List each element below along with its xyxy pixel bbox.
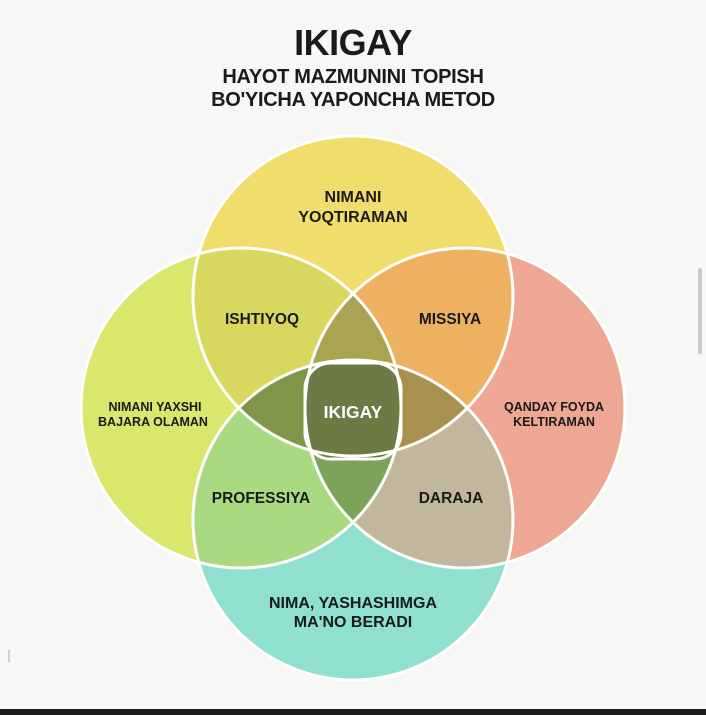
label-left-line2: BAJARA OLAMAN xyxy=(98,415,208,429)
edge-tick xyxy=(8,650,10,662)
page-title: IKIGAY xyxy=(294,22,412,63)
label-right-line1: QANDAY FOYDA xyxy=(504,400,604,414)
label-bottom-line1: NIMA, YASHASHIMGA xyxy=(269,595,437,612)
label-left-line1: NIMANI YAXSHI xyxy=(108,400,201,414)
label-missiya: MISSIYA xyxy=(419,311,481,328)
label-top-line2: YOQTIRAMAN xyxy=(298,209,407,226)
subtitle-line-2: BO'YICHA YAPONCHA METOD xyxy=(211,89,495,111)
outline-left xyxy=(79,246,403,570)
label-right-line2: KELTIRAMAN xyxy=(513,415,595,429)
label-ikigay-center: IKIGAY xyxy=(324,402,383,422)
outline-top xyxy=(191,134,515,458)
outline-bottom xyxy=(191,358,515,682)
bottom-bar xyxy=(0,709,706,715)
label-bottom-line2: MA'NO BERADI xyxy=(294,614,412,631)
label-professiya: PROFESSIYA xyxy=(212,490,311,507)
label-ishtiyoq: ISHTIYOQ xyxy=(225,311,299,328)
scrollbar-thumb[interactable] xyxy=(698,268,702,354)
outline-right xyxy=(303,246,627,570)
subtitle-line-1: HAYOT MAZMUNINI TOPISH xyxy=(222,66,484,88)
page-subtitle: HAYOT MAZMUNINI TOPISH BO'YICHA YAPONCHA… xyxy=(0,66,706,112)
label-daraja: DARAJA xyxy=(419,490,484,507)
label-top-line1: NIMANI xyxy=(325,189,382,206)
